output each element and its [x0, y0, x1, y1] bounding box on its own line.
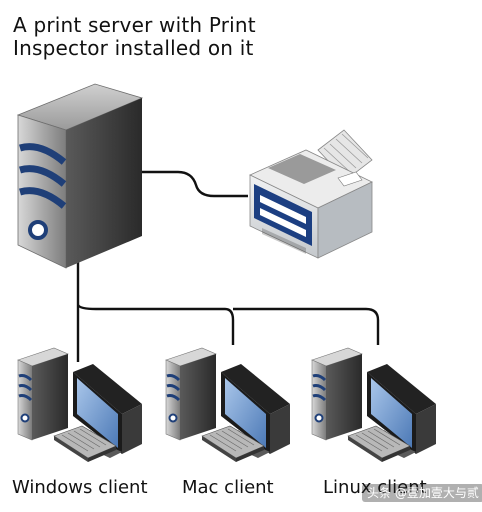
client-label-linux: Linux client [323, 477, 427, 498]
client-label-windows: Windows client [12, 477, 148, 498]
title: A print server with Print Inspector inst… [13, 13, 256, 60]
client-label-mac: Mac client [182, 477, 274, 498]
network-cables [76, 170, 380, 362]
client-computer-icon [310, 346, 438, 464]
client-computer-icon [164, 346, 292, 464]
client-computer-icon [16, 346, 144, 464]
watermark: 头条 @壹加壹大与贰 [362, 484, 482, 502]
printer-icon [249, 129, 373, 259]
server-icon [16, 83, 144, 269]
